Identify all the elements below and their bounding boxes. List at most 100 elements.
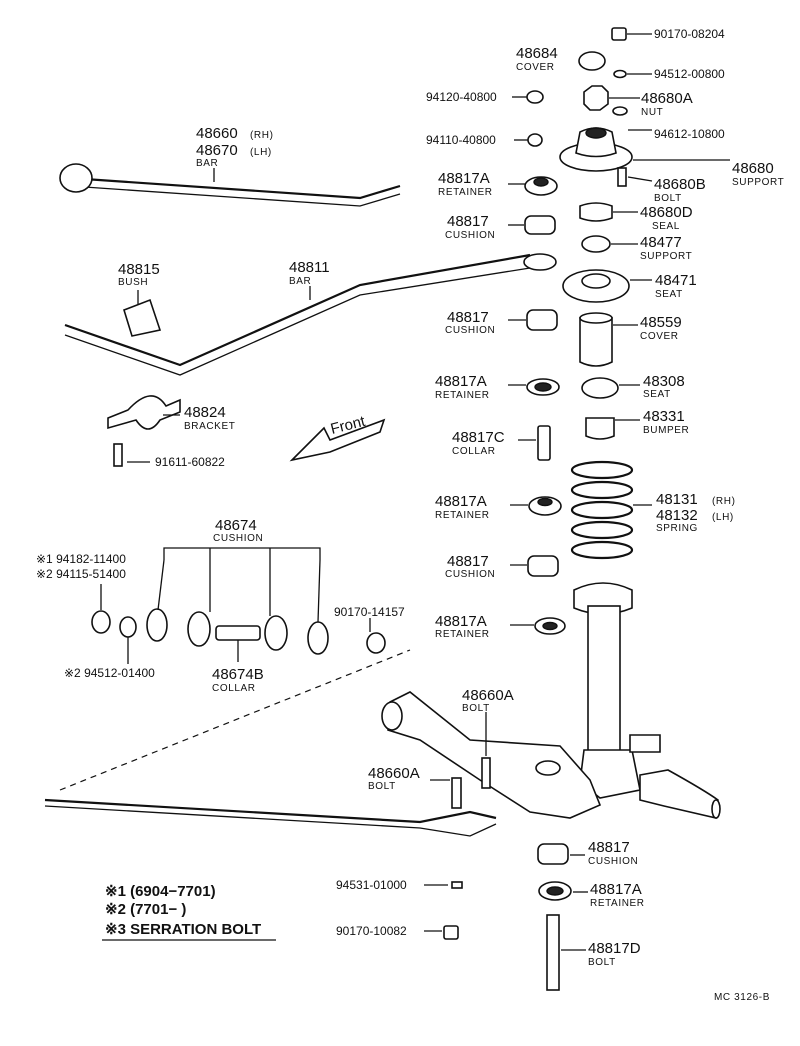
bumper-48331-shape xyxy=(585,417,615,440)
bolt-48660A-1-shape xyxy=(481,757,491,789)
label-48680A-name: NUT xyxy=(641,107,663,118)
label-91611-60822: 91611-60822 xyxy=(155,455,225,469)
label-48471-name: SEAT xyxy=(655,289,683,300)
label-48815: 48815 xyxy=(118,261,160,278)
label-48660A-1: 48660A xyxy=(462,687,514,704)
label-94612-10800: 94612-10800 xyxy=(654,127,725,141)
lower-control-arm xyxy=(381,691,602,819)
label-48674B: 48674B xyxy=(212,666,264,683)
label-90170-10082: 90170-10082 xyxy=(336,924,407,938)
retainer-48817A-3-hole xyxy=(537,497,553,507)
label-48680B: 48680B xyxy=(654,176,706,193)
control-arm-bushing xyxy=(381,701,403,731)
label-48477: 48477 xyxy=(640,234,682,251)
label-48817-2: 48817 xyxy=(447,309,489,326)
spring-coil-2 xyxy=(570,480,634,500)
legend-note-3: ※3 SERRATION BOLT xyxy=(105,921,261,938)
label-48131-side: (RH) xyxy=(712,496,736,507)
retainer-48817A-5-hole xyxy=(546,886,564,896)
part-labels: 90170-08204 48684 COVER 94512-00800 9412… xyxy=(36,27,784,1003)
strut-rod-lower-line xyxy=(44,805,497,837)
cushion-48674-leader-4 xyxy=(317,559,321,623)
retainer-48817A-1-hole xyxy=(533,177,549,187)
label-48817-1: 48817 xyxy=(447,213,489,230)
label-48680: 48680 xyxy=(732,160,774,177)
label-48331: 48331 xyxy=(643,408,685,425)
label-48817C-name: COLLAR xyxy=(452,446,496,457)
washer-94531-01000-shape xyxy=(451,881,463,889)
cushion-48674-leader-1 xyxy=(157,559,165,611)
bolt-91611-60822-shape xyxy=(113,443,123,467)
cushion-48674-3-shape xyxy=(264,615,288,651)
spring-coil-1 xyxy=(570,460,634,480)
spindle xyxy=(639,769,719,819)
cushion-48674-4-shape xyxy=(307,621,329,655)
label-48674B-name: COLLAR xyxy=(212,683,256,694)
label-90170-08204: 90170-08204 xyxy=(654,27,725,41)
label-48824: 48824 xyxy=(184,404,226,421)
collar-48817C-shape xyxy=(537,425,551,461)
support-48680-hole xyxy=(585,127,607,139)
label-48817A-3-name: RETAINER xyxy=(435,510,490,521)
coil-spring-48131 xyxy=(570,460,634,560)
bar-48660-lower xyxy=(69,185,401,207)
leader-lines xyxy=(100,33,730,951)
nut-94120-40800-shape xyxy=(526,90,544,104)
cushion-48817-4-shape xyxy=(537,843,569,865)
label-48824-name: BRACKET xyxy=(184,421,235,432)
cushion-48674-bracket xyxy=(163,547,321,560)
control-arm-hole xyxy=(535,760,561,776)
label-94182-11400: ※1 94182-11400 xyxy=(36,552,126,566)
label-48559: 48559 xyxy=(640,314,682,331)
label-48674: 48674 xyxy=(215,517,257,534)
diagram-code: MC 3126-B xyxy=(714,992,770,1003)
label-48817A-1-name: RETAINER xyxy=(438,187,493,198)
label-48815-name: BUSH xyxy=(118,277,148,288)
washer-94512-00800-shape xyxy=(613,69,627,79)
legend: ※1 (6904−7701) ※2 (7701− ) ※3 SERRATION … xyxy=(102,883,276,941)
lower-stack-parts xyxy=(443,843,572,991)
bolt-48660A-2-shape xyxy=(451,777,462,809)
strut-rod-48660 xyxy=(44,649,497,837)
label-94120-40800: 94120-40800 xyxy=(426,90,497,104)
strut-assembly xyxy=(527,555,721,819)
label-48308-name: SEAT xyxy=(643,389,671,400)
label-48817D: 48817D xyxy=(588,940,641,957)
cover-48559-top xyxy=(579,312,613,324)
label-48811: 48811 xyxy=(289,259,330,276)
label-48817A-2-name: RETAINER xyxy=(435,390,490,401)
seat-48308-shape xyxy=(581,377,619,399)
spring-coil-3 xyxy=(570,500,634,520)
label-48817A-3: 48817A xyxy=(435,493,487,510)
label-48132-side: (LH) xyxy=(712,512,734,523)
label-48131: 48131 xyxy=(656,491,698,508)
seal-48680D-shape xyxy=(579,202,613,222)
bracket-48824-shape xyxy=(107,395,181,430)
label-48660-name: BAR xyxy=(196,158,218,169)
label-94512-00800: 94512-00800 xyxy=(654,67,725,81)
label-94531-01000: 94531-01000 xyxy=(336,878,407,892)
nut-90170-10082-shape xyxy=(443,925,459,940)
cushion-48817-1-shape xyxy=(524,215,556,235)
cushion-48674-1-shape xyxy=(146,608,168,642)
label-48684-name: COVER xyxy=(516,62,555,73)
legend-note-1: ※1 (6904−7701) xyxy=(105,883,216,900)
label-48811-name: BAR xyxy=(289,276,311,287)
label-48471: 48471 xyxy=(655,272,697,289)
bar-48811-eye xyxy=(523,253,557,271)
label-48817A-2: 48817A xyxy=(435,373,487,390)
label-48680D: 48680D xyxy=(640,204,693,221)
label-48817-3-name: CUSHION xyxy=(445,569,495,580)
washer-94512-01400-shape xyxy=(119,616,137,638)
label-48817D-name: BOLT xyxy=(588,957,616,968)
cushion-48674-2-shape xyxy=(187,611,211,647)
label-48680D-name: SEAL xyxy=(652,221,680,232)
label-48817A-4: 48817A xyxy=(435,613,487,630)
washer-94612-10800-shape xyxy=(612,106,628,116)
label-94512-01400: ※2 94512-01400 xyxy=(64,666,155,680)
label-48308: 48308 xyxy=(643,373,685,390)
label-90170-14157: 90170-14157 xyxy=(334,605,405,619)
bolt-48680B-shape xyxy=(617,167,627,187)
label-48817A-1: 48817A xyxy=(438,170,490,187)
support-48477-shape xyxy=(581,235,611,253)
